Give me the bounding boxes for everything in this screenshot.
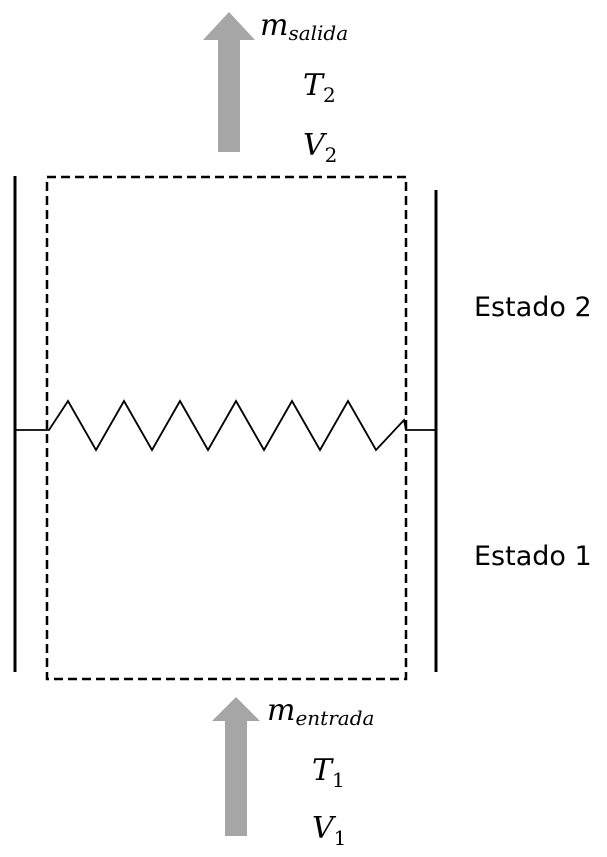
resistor-zigzag	[15, 399, 436, 452]
inlet-flow-arrow	[212, 697, 260, 836]
outlet-volume-label: V2	[303, 128, 337, 167]
outlet-flow-arrow	[203, 12, 255, 152]
state-2-label: Estado 2	[474, 292, 592, 323]
inlet-mass-flow-label: mentrada	[267, 693, 374, 730]
inlet-temperature-label: T1	[312, 753, 345, 792]
control-volume-boundary	[45, 175, 408, 681]
outlet-mass-flow-label: msalida	[260, 8, 348, 45]
inlet-volume-label: V1	[312, 811, 346, 850]
outlet-temperature-label: T2	[303, 68, 336, 107]
state-1-label: Estado 1	[474, 541, 592, 572]
